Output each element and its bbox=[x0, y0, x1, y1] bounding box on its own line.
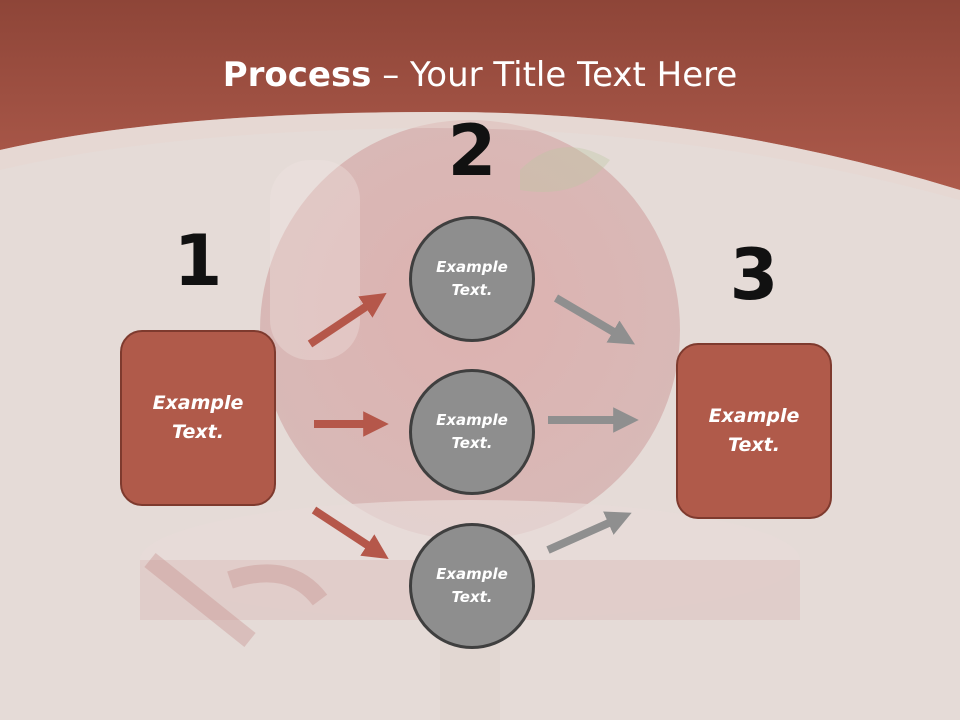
header-band bbox=[0, 0, 960, 190]
step-2-circle-top: Example Text. bbox=[409, 216, 535, 342]
arrow-1-to-top bbox=[307, 292, 387, 348]
step-3-text: Example Text. bbox=[708, 405, 800, 456]
arrow-bottom-to-3 bbox=[546, 511, 632, 554]
step-number-3: 3 bbox=[729, 234, 779, 316]
step-3-box: Example Text. bbox=[676, 343, 832, 519]
arrow-top-to-3 bbox=[553, 294, 636, 345]
circle-bottom-text: Example Text. bbox=[436, 565, 508, 606]
step-number-2: 2 bbox=[447, 110, 497, 192]
step-1-text: Example Text. bbox=[152, 392, 244, 443]
circle-top-text: Example Text. bbox=[436, 258, 508, 299]
step-2-circle-middle: Example Text. bbox=[409, 369, 535, 495]
title-rest: – Your Title Text Here bbox=[371, 55, 738, 95]
circle-middle-text: Example Text. bbox=[436, 411, 508, 452]
header-swoosh bbox=[0, 111, 960, 200]
step-1-box: Example Text. bbox=[120, 330, 276, 506]
step-number-1: 1 bbox=[173, 220, 223, 302]
title-bold: Process bbox=[222, 55, 372, 95]
step-2-circle-bottom: Example Text. bbox=[409, 523, 535, 649]
arrow-1-to-bottom bbox=[311, 506, 389, 560]
slide-title: Process – Your Title Text Here bbox=[0, 52, 960, 98]
